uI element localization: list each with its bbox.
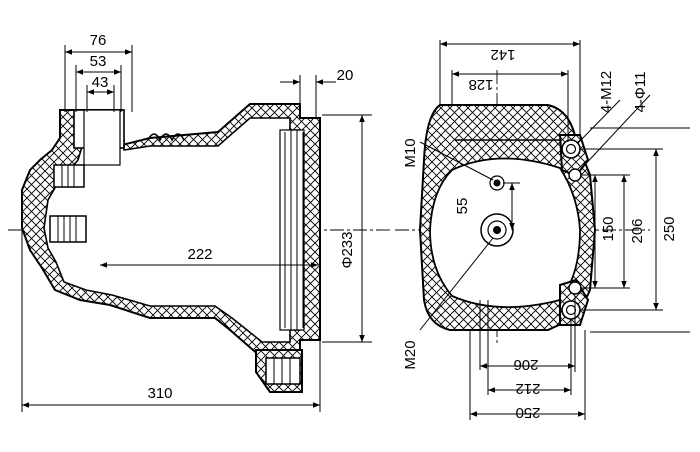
hole-upper-m12 — [561, 139, 581, 159]
dim-4phi11-label: 4-Φ11 — [632, 72, 649, 113]
dim-43-label: 43 — [92, 74, 109, 91]
dim-206h-label: 206 — [513, 356, 538, 373]
top-sheds — [147, 133, 185, 142]
dim-222-label: 222 — [187, 246, 212, 263]
side-insert-lower — [49, 215, 87, 243]
dim-53-label: 53 — [90, 53, 107, 70]
leader-m20 — [419, 237, 494, 331]
dim-20-label: 20 — [337, 67, 354, 84]
leader-m10 — [419, 141, 494, 181]
dim-250v-label: 250 — [661, 216, 678, 241]
rear-rings — [279, 129, 305, 331]
dim-142-label: 142 — [490, 46, 515, 63]
dim-206v-label: 206 — [629, 218, 646, 243]
dim-212-label: 212 — [515, 380, 540, 397]
dim-76-label: 76 — [90, 32, 107, 49]
leader-4m12 — [577, 99, 621, 144]
dim-m20-label: M20 — [402, 340, 419, 369]
m10-hole — [489, 175, 505, 191]
dim-phi233-label: Φ233 — [339, 232, 356, 269]
dim-310-label: 310 — [147, 385, 172, 402]
hole-lower-phi11 — [568, 281, 582, 295]
dim-250h-label: 250 — [515, 404, 540, 421]
dim-m10-label: M10 — [402, 138, 419, 167]
dim-128-label: 128 — [468, 76, 493, 93]
dim-4m12-label: 4-M12 — [598, 71, 615, 114]
dim-150-label: 150 — [600, 216, 617, 241]
side-inner-cavity — [43, 117, 301, 343]
hole-lower-m12 — [561, 300, 581, 320]
hole-upper-phi11 — [568, 168, 582, 182]
front-view: 142 128 M10 55 M20 4-M12 4-Φ11 150 206 2… — [395, 40, 690, 421]
center-m20-boss — [480, 213, 514, 247]
neck-bore — [83, 109, 121, 166]
side-view: 76 53 43 20 222 310 Φ233 — [8, 32, 390, 412]
dim-55-label: 55 — [454, 198, 471, 215]
side-insert-upper — [53, 164, 85, 188]
leader-4phi11 — [579, 94, 651, 171]
